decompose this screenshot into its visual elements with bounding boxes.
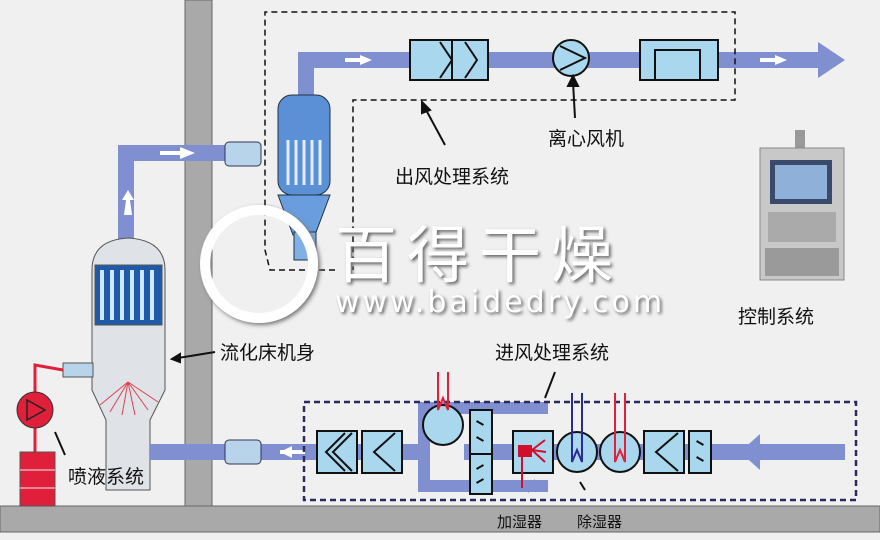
outlet-silencer [639, 39, 719, 81]
duct-connector-top [224, 141, 262, 167]
outlet-filter [409, 39, 489, 81]
humidifier-nozzle [518, 439, 547, 488]
watermark-brand: 百得干燥 [335, 219, 624, 292]
liquid-drum [19, 451, 56, 507]
duct-connector-bottom [224, 439, 262, 465]
damper-blades [476, 420, 704, 484]
centrifugal-fan-icon [552, 39, 590, 77]
spray-pump [16, 363, 64, 455]
label-inlet-system: 进风处理系统 [495, 342, 610, 364]
control-panel [759, 130, 845, 281]
heating-coils [437, 372, 626, 463]
label-humidifier: 加湿器 [497, 513, 543, 531]
label-spray-system: 喷液系统 [68, 466, 145, 488]
label-outlet-system: 出风处理系统 [395, 166, 510, 188]
inlet-system-boundary [302, 400, 858, 502]
label-control-system: 控制系统 [738, 306, 815, 328]
watermark-logo [200, 205, 318, 323]
label-centrifugal-fan: 离心风机 [548, 128, 625, 150]
label-dehumidifier: 除湿器 [577, 513, 623, 531]
flow-arrows-top [122, 55, 787, 215]
fluid-bed-body [62, 237, 166, 491]
watermark-url: www.baidedry.com [335, 285, 666, 320]
label-fluid-bed-body: 流化床机身 [220, 342, 316, 364]
floor [0, 505, 880, 533]
